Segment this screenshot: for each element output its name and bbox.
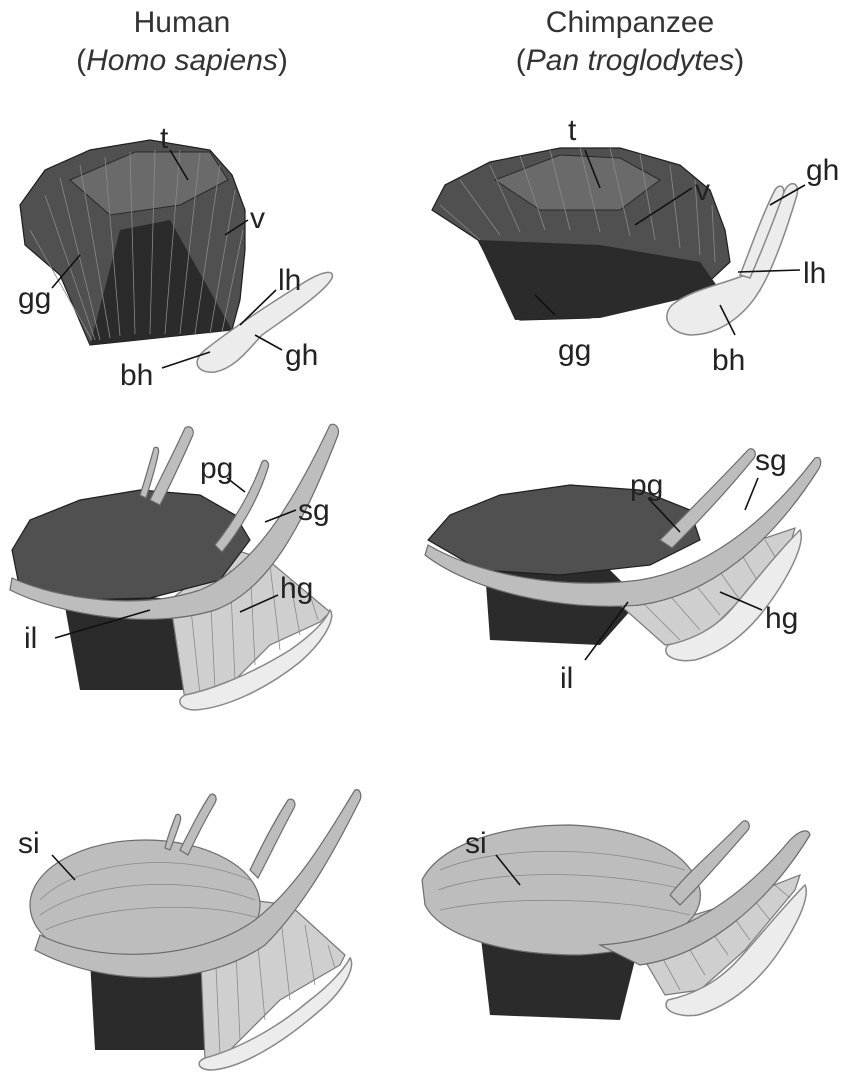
label-hg-human: hg <box>280 572 313 605</box>
chimp-row1-model <box>432 148 798 335</box>
label-gh-human: gh <box>285 339 318 372</box>
label-pg-human: pg <box>200 452 233 485</box>
label-v-chimp: v <box>695 174 710 207</box>
label-bh-human: bh <box>120 359 153 392</box>
human-palatoglossus-r3 <box>250 799 295 878</box>
label-v-human: v <box>250 202 265 235</box>
label-hg-chimp: hg <box>765 602 798 635</box>
label-sg-human: sg <box>298 494 330 527</box>
label-lh-chimp: lh <box>803 257 826 290</box>
label-sg-chimp: sg <box>755 444 787 477</box>
human-row3-model <box>30 790 361 1070</box>
label-gg-chimp: gg <box>558 334 591 367</box>
label-bh-chimp: bh <box>712 344 745 377</box>
label-pg-chimp: pg <box>630 469 663 502</box>
human-row2-model <box>10 424 338 710</box>
label-si-chimp: si <box>465 827 487 860</box>
label-il-chimp: il <box>560 662 573 695</box>
label-gh-chimp: gh <box>806 154 839 187</box>
label-si-human: si <box>18 827 40 860</box>
label-t-chimp: t <box>568 114 577 147</box>
label-gg-human: gg <box>18 282 51 315</box>
human-row1-model <box>20 140 332 372</box>
label-lh-human: lh <box>278 264 301 297</box>
label-il-human: il <box>24 622 37 655</box>
human-strap-r3-1 <box>180 794 216 855</box>
label-t-human: t <box>160 122 169 155</box>
chimp-row2-model <box>425 449 821 661</box>
